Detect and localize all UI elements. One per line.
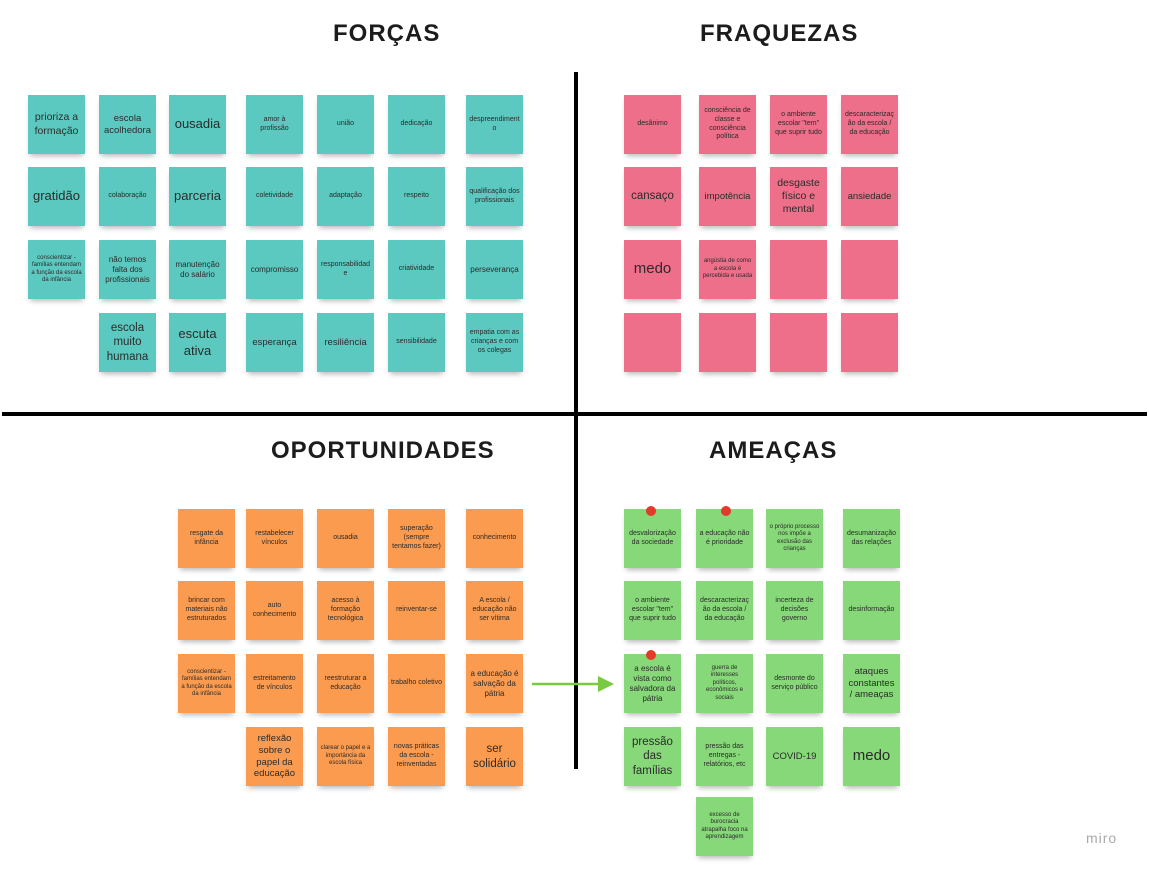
sticky-note[interactable]: reinventar-se [388,581,445,640]
heading-oportunidades: OPORTUNIDADES [271,437,495,464]
sticky-note[interactable]: clarear o papel e a importância da escol… [317,727,374,786]
heading-forcas: FORÇAS [333,20,441,47]
sticky-note[interactable]: parceria [169,167,226,226]
sticky-note[interactable]: responsabilidade [317,240,374,299]
sticky-note[interactable]: escola muito humana [99,313,156,372]
sticky-note[interactable]: pressão das entregas - relatórios, etc [696,727,753,786]
sticky-note[interactable]: não temos falta dos profissionais [99,240,156,299]
sticky-note[interactable]: medo [843,727,900,786]
sticky-note[interactable]: desgaste físico e mental [770,167,827,226]
sticky-note[interactable]: desvalorização da sociedade [624,509,681,568]
sticky-note[interactable]: o próprio processo nos impõe a exclusão … [766,509,823,568]
vote-dot [721,506,731,516]
sticky-note[interactable]: escuta ativa [169,313,226,372]
sticky-note[interactable]: dedicação [388,95,445,154]
sticky-note[interactable]: desumanização das relações [843,509,900,568]
sticky-note[interactable]: a educação não é prioridade [696,509,753,568]
sticky-note[interactable]: desinformação [843,581,900,640]
sticky-note[interactable]: estreitamento de vínculos [246,654,303,713]
empty-sticky-note[interactable] [699,313,756,372]
sticky-note[interactable]: resgate da infância [178,509,235,568]
vote-dot [646,506,656,516]
sticky-note[interactable]: conscientizar - famílias entendam a funç… [178,654,235,713]
sticky-note[interactable]: o ambiente escolar "tem" que suprir tudo [770,95,827,154]
sticky-note[interactable]: brincar com materiais não estruturados [178,581,235,640]
sticky-note[interactable]: ousadia [317,509,374,568]
sticky-note[interactable]: colaboração [99,167,156,226]
sticky-note[interactable]: descaracterização da escola / da educaçã… [841,95,898,154]
sticky-note[interactable]: gratidão [28,167,85,226]
sticky-note[interactable]: prioriza a formação [28,95,85,154]
sticky-note[interactable]: restabelecer vínculos [246,509,303,568]
sticky-note[interactable]: compromisso [246,240,303,299]
sticky-note[interactable]: trabalho coletivo [388,654,445,713]
sticky-note[interactable]: A escola / educação não ser vítima [466,581,523,640]
sticky-note[interactable]: empatia com as crianças e com os colegas [466,313,523,372]
sticky-note[interactable]: ousadia [169,95,226,154]
sticky-note[interactable]: ser solidário [466,727,523,786]
sticky-note[interactable]: superação (sempre tentamos fazer) [388,509,445,568]
sticky-note[interactable]: angústia de como a escola é percebida e … [699,240,756,299]
sticky-note[interactable]: ataques constantes / ameaças [843,654,900,713]
vote-dot [646,650,656,660]
sticky-note[interactable]: adaptação [317,167,374,226]
sticky-note[interactable]: amor à profissão [246,95,303,154]
sticky-note[interactable]: manutenção do salário [169,240,226,299]
sticky-note[interactable]: acesso à formação tecnológica [317,581,374,640]
connector-arrow[interactable] [530,673,616,695]
sticky-note[interactable]: descaracterização da escola / da educaçã… [696,581,753,640]
empty-sticky-note[interactable] [770,313,827,372]
empty-sticky-note[interactable] [624,313,681,372]
sticky-note[interactable]: conscientizar - famílias entendam a funç… [28,240,85,299]
sticky-note[interactable]: respeito [388,167,445,226]
sticky-note[interactable]: a escola é vista como salvadora da pátri… [624,654,681,713]
sticky-note[interactable]: conhecimento [466,509,523,568]
sticky-note[interactable]: escola acolhedora [99,95,156,154]
sticky-note[interactable]: união [317,95,374,154]
sticky-note[interactable]: consciência de classe e consciência polí… [699,95,756,154]
sticky-note[interactable]: impotência [699,167,756,226]
sticky-note[interactable]: despreendimento [466,95,523,154]
empty-sticky-note[interactable] [841,313,898,372]
sticky-note[interactable]: reestruturar a educação [317,654,374,713]
sticky-note[interactable]: pressão das famílias [624,727,681,786]
sticky-note[interactable]: cansaço [624,167,681,226]
sticky-note[interactable]: coletividade [246,167,303,226]
empty-sticky-note[interactable] [841,240,898,299]
sticky-note[interactable]: medo [624,240,681,299]
vertical-axis [574,72,578,769]
heading-fraquezas: FRAQUEZAS [700,20,859,47]
sticky-note[interactable]: sensibilidade [388,313,445,372]
sticky-note[interactable]: desmonte do serviço público [766,654,823,713]
sticky-note[interactable]: resiliência [317,313,374,372]
sticky-note[interactable]: auto conhecimento [246,581,303,640]
sticky-note[interactable]: incerteza de decisões governo [766,581,823,640]
sticky-note[interactable]: novas práticas da escola - reinventadas [388,727,445,786]
sticky-note[interactable]: o ambiente escolar "tem" que suprir tudo [624,581,681,640]
sticky-note[interactable]: criatividade [388,240,445,299]
empty-sticky-note[interactable] [770,240,827,299]
heading-ameacas: AMEAÇAS [709,437,838,464]
sticky-note[interactable]: a educação é salvação da pátria [466,654,523,713]
sticky-note[interactable]: desânimo [624,95,681,154]
horizontal-axis [2,412,1147,416]
miro-logo: miro [1086,830,1118,846]
sticky-note[interactable]: guerra de interesses políticos, econômic… [696,654,753,713]
sticky-note[interactable]: esperança [246,313,303,372]
sticky-note[interactable]: excesso de burocracia atrapalha foco na … [696,797,753,856]
sticky-note[interactable]: qualificação dos profissionais [466,167,523,226]
sticky-note[interactable]: COVID-19 [766,727,823,786]
sticky-note[interactable]: perseverança [466,240,523,299]
sticky-note[interactable]: ansiedade [841,167,898,226]
sticky-note[interactable]: reflexão sobre o papel da educação [246,727,303,786]
